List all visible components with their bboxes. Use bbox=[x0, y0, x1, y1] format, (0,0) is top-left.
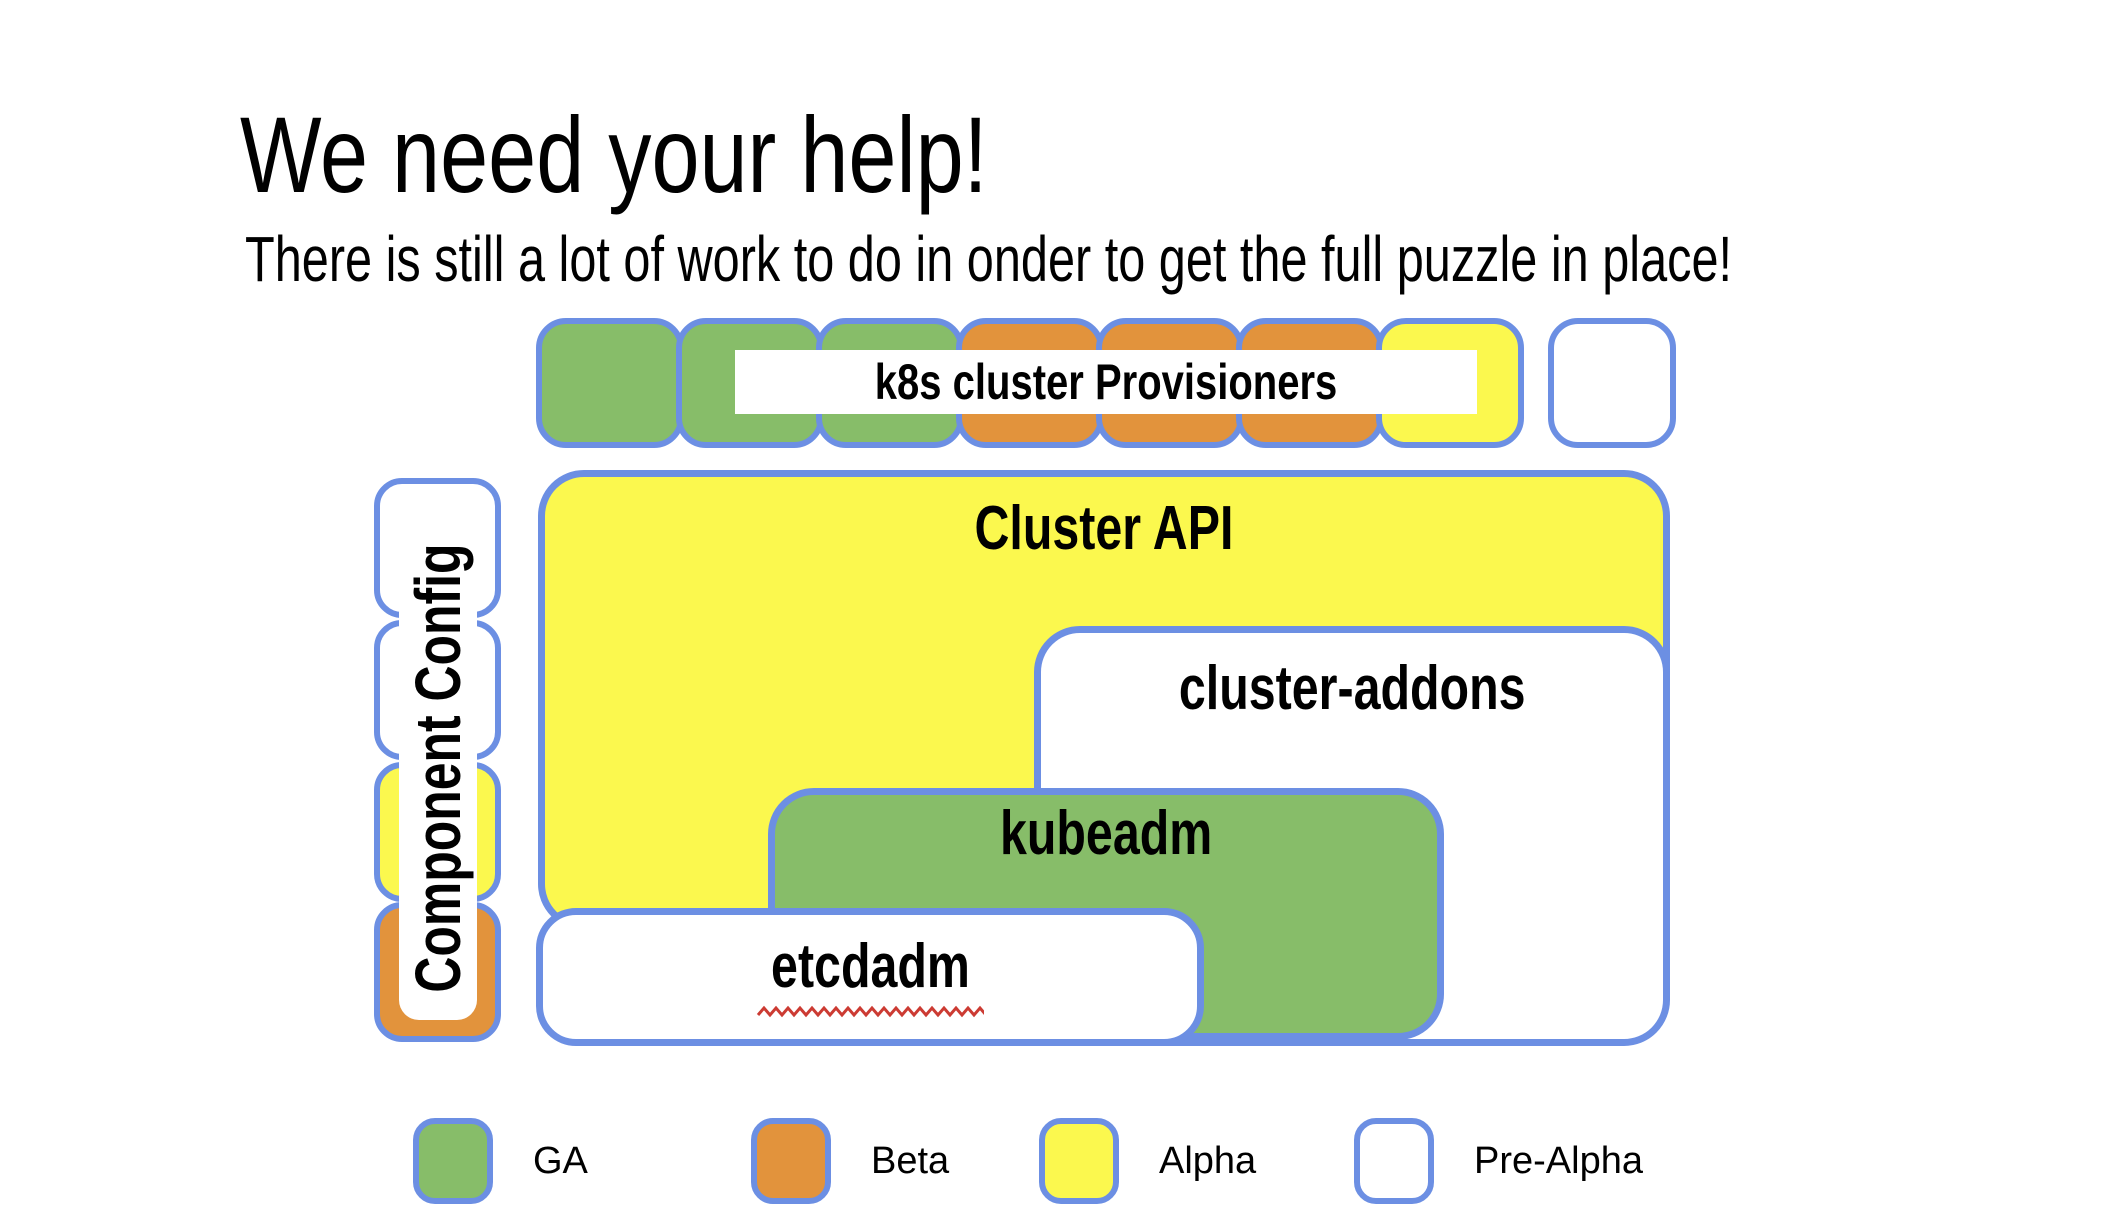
spellcheck-squiggle-path bbox=[756, 1005, 984, 1017]
cluster-addons-label-wrap: cluster-addons bbox=[1041, 658, 1663, 720]
legend-label-ga: GA bbox=[533, 1140, 588, 1182]
slide-subtitle: There is still a lot of work to do in on… bbox=[245, 227, 2126, 291]
cluster-addons-label: cluster-addons bbox=[1178, 654, 1526, 723]
slide-subtitle-text: There is still a lot of work to do in on… bbox=[245, 223, 1733, 295]
legend-label-alpha: Alpha bbox=[1159, 1140, 1257, 1182]
component-config-label: Component Config bbox=[402, 543, 474, 993]
provisioner-piece-8-pre_alpha bbox=[1548, 318, 1676, 448]
slide-title: We need your help! bbox=[240, 101, 1175, 209]
legend-label-pre_alpha: Pre-Alpha bbox=[1474, 1140, 1643, 1182]
legend-item-alpha: Alpha bbox=[1039, 1118, 1256, 1204]
legend-item-ga: GA bbox=[413, 1118, 588, 1204]
kubeadm-label: kubeadm bbox=[999, 799, 1213, 868]
spellcheck-squiggle bbox=[756, 1005, 984, 1017]
component-config-label-box: Component Config bbox=[399, 516, 477, 1020]
etcdadm-label-wrap: etcdadm bbox=[543, 931, 1197, 1001]
legend-swatch-pre_alpha bbox=[1354, 1118, 1434, 1204]
component-config-label-wrap: Component Config bbox=[399, 516, 477, 1020]
slide-title-text: We need your help! bbox=[240, 94, 988, 216]
provisioner-piece-1-ga bbox=[536, 318, 684, 448]
legend-swatch-beta bbox=[751, 1118, 831, 1204]
etcdadm-box: etcdadm bbox=[536, 908, 1204, 1046]
legend-item-beta: Beta bbox=[751, 1118, 949, 1204]
legend-swatch-alpha bbox=[1039, 1118, 1119, 1204]
provisioners-label-box: k8s cluster Provisioners bbox=[735, 350, 1477, 414]
kubeadm-label-wrap: kubeadm bbox=[775, 803, 1437, 865]
provisioners-label: k8s cluster Provisioners bbox=[874, 354, 1338, 410]
etcdadm-label: etcdadm bbox=[770, 931, 970, 1001]
cluster-api-label-wrap: Cluster API bbox=[545, 498, 1663, 560]
legend-label-beta: Beta bbox=[871, 1140, 950, 1182]
legend-swatch-ga bbox=[413, 1118, 493, 1204]
cluster-api-label: Cluster API bbox=[974, 494, 1234, 563]
legend-item-pre_alpha: Pre-Alpha bbox=[1354, 1118, 1643, 1204]
